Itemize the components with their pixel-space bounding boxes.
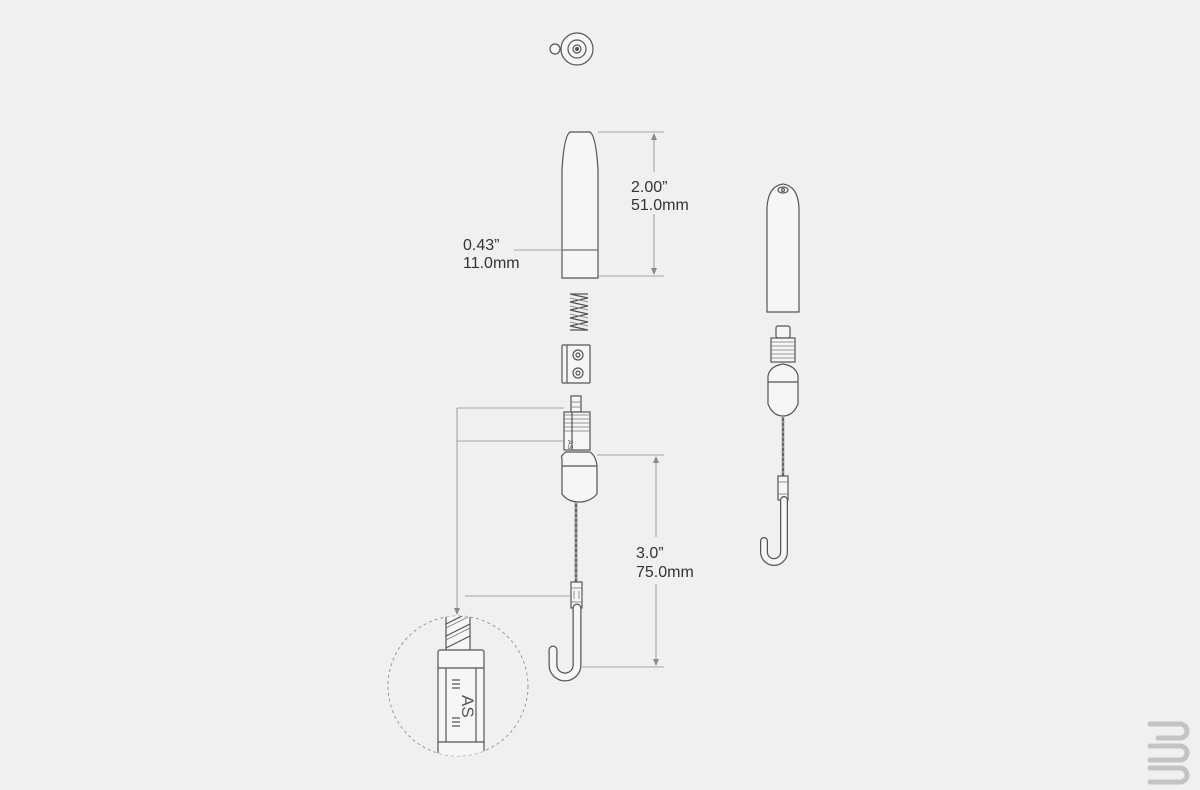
spring <box>569 293 589 331</box>
diameter-imperial-label: 0.43” <box>463 237 499 254</box>
j-hook <box>548 603 582 682</box>
ferrule-engraving: AS <box>458 695 477 718</box>
cap-sleeve <box>561 131 599 279</box>
length-metric-label: 51.0mm <box>631 197 689 214</box>
cable-length-dimension: 3.0” 75.0mm <box>582 454 694 668</box>
length-dimension: 2.00” 51.0mm <box>598 131 689 277</box>
cable-metric-label: 75.0mm <box>636 564 694 581</box>
assembled-gripper <box>760 183 800 566</box>
diameter-metric-label: 11.0mm <box>463 255 520 272</box>
brand-logo-icon <box>1147 721 1190 785</box>
detail-leader-lines <box>454 407 571 615</box>
body-engraving: AS <box>566 440 573 450</box>
cap-top-view <box>549 32 594 66</box>
length-imperial-label: 2.00” <box>631 179 667 196</box>
diameter-dimension: 0.43” 11.0mm <box>463 237 598 272</box>
clamp-block <box>561 344 591 384</box>
cable-imperial-label: 3.0” <box>636 545 664 562</box>
gripper-body: AS <box>560 395 598 503</box>
ferrule-detail-callout: AS <box>387 615 529 757</box>
